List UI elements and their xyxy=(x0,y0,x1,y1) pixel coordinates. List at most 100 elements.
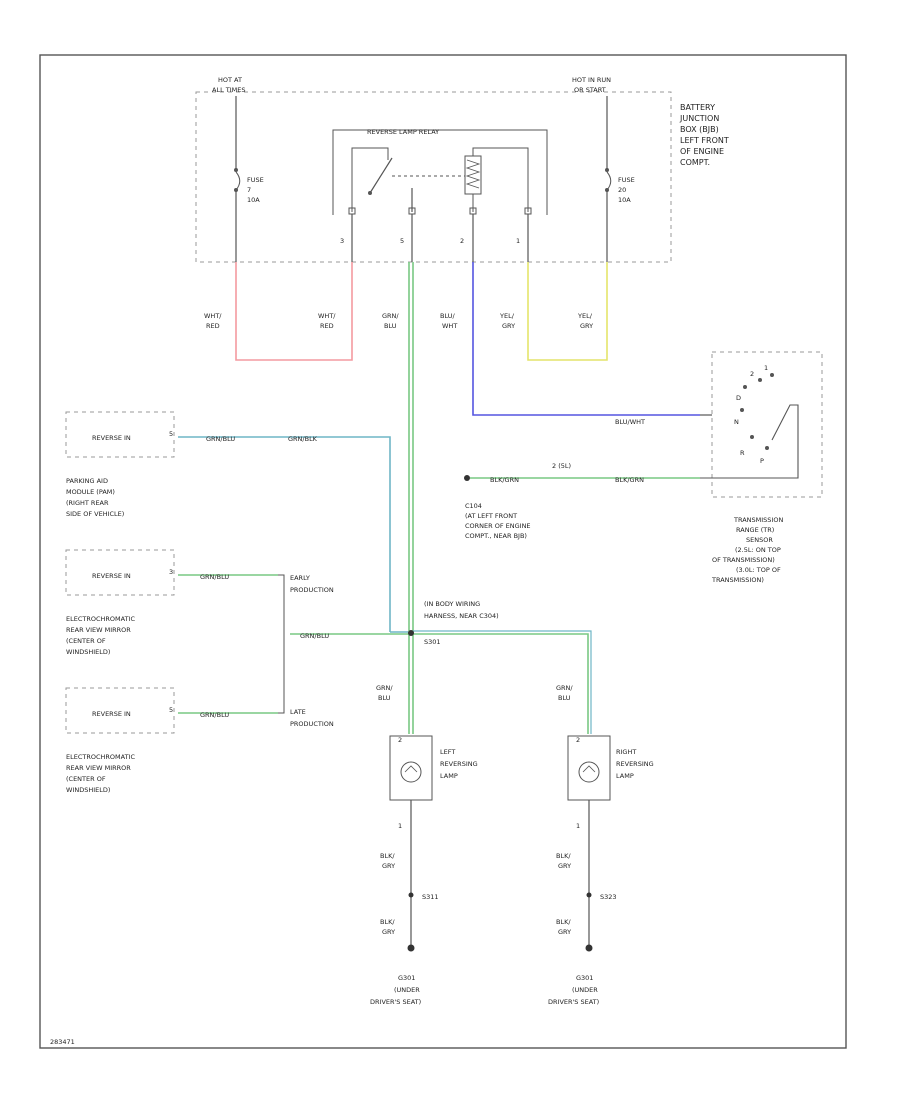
mirror2-desc-line: WINDSHIELD) xyxy=(66,786,110,794)
footer-code: 283471 xyxy=(50,1038,75,1046)
fuse-box-outline xyxy=(195,91,672,263)
pam-outline xyxy=(65,411,175,458)
production-early: EARLY xyxy=(290,574,310,582)
ground-right-line: (UNDER xyxy=(572,986,598,994)
outer-frame xyxy=(39,54,847,1049)
left-lamp-pin-top: 2 xyxy=(398,736,402,744)
wire-label: WHT xyxy=(442,322,457,330)
tr-contact-dot xyxy=(743,385,747,389)
right-lamp-label: RIGHT xyxy=(616,748,636,756)
c104-desc-line: C104 xyxy=(465,502,482,510)
hot-right-label: HOT IN RUN xyxy=(572,76,611,84)
fuse-left-terminal xyxy=(234,168,238,172)
relay-pin-3: 3 xyxy=(340,237,344,245)
c104-desc: C104 (AT LEFT FRONT CORNER OF ENGINE COM… xyxy=(465,502,531,540)
mirror1-outline xyxy=(65,549,175,596)
mirror1-desc: ELECTROCHROMATIC REAR VIEW MIRROR (CENTE… xyxy=(66,615,135,656)
tr-desc-line: (3.0L: TOP OF xyxy=(736,566,781,574)
wire-label: BLU xyxy=(558,694,571,702)
wire-label: BLK/ xyxy=(556,852,571,860)
right-lamp-pin-bot: 1 xyxy=(576,822,580,830)
mirror2-desc-line: ELECTROCHROMATIC xyxy=(66,753,135,761)
wire-label: BLU/ xyxy=(440,312,456,320)
splice-s301 xyxy=(408,630,414,636)
wire-label: RED xyxy=(206,322,220,330)
wire-label: BLU xyxy=(378,694,391,702)
c104-desc-line: COMPT., NEAR BJB) xyxy=(465,532,527,540)
production-late: PRODUCTION xyxy=(290,720,334,728)
wire-label: RED xyxy=(320,322,334,330)
tr-position: 1 xyxy=(764,364,768,372)
tr-position: D xyxy=(736,394,741,402)
production-bracket xyxy=(278,574,285,714)
tr-desc-line: RANGE (TR) xyxy=(736,526,774,534)
wire-label: GRY xyxy=(558,928,571,936)
c104-pin-label: 2 (5L) xyxy=(552,462,571,470)
ground-right-line: G301 xyxy=(576,974,593,982)
mirror2-desc-line: (CENTER OF xyxy=(66,775,106,783)
fuse-right-label: 10A xyxy=(618,196,631,204)
tr-position: P xyxy=(760,457,764,465)
splice-label: HARNESS, NEAR C304) xyxy=(424,612,499,620)
wire-label: BLU/WHT xyxy=(615,418,645,426)
relay-pin-1: 1 xyxy=(516,237,520,245)
fuse-box-label-line: COMPT. xyxy=(680,158,710,167)
ground-left-line: (UNDER xyxy=(394,986,420,994)
tr-contact-dot xyxy=(750,435,754,439)
fuse-box-label-line: JUNCTION xyxy=(679,114,719,123)
hot-right-label: OR START xyxy=(574,86,606,94)
relay-switch-contact xyxy=(369,157,393,194)
pam-pin: 5 xyxy=(169,430,173,438)
wire-splice-right xyxy=(412,633,589,734)
splice-s323-label: S323 xyxy=(600,893,617,901)
tr-wiper xyxy=(700,404,799,479)
c104-connector xyxy=(464,475,470,481)
mirror2-pin: 5 xyxy=(169,706,173,714)
wire-label: GRN/BLU xyxy=(200,573,229,581)
wire-label: GRN/BLU xyxy=(300,632,329,640)
tr-sensor-desc: TRANSMISSION RANGE (TR) SENSOR (2.5L: ON… xyxy=(711,516,783,584)
mirror1-desc-line: REAR VIEW MIRROR xyxy=(66,626,131,634)
wire-label: GRN/ xyxy=(376,684,393,692)
fuse-right-label: FUSE xyxy=(618,176,635,184)
fuse-box-label-line: LEFT FRONT xyxy=(680,136,729,145)
tr-sensor-outline xyxy=(711,351,823,498)
ground-left-desc: G301 (UNDER DRIVER'S SEAT) xyxy=(370,974,421,1006)
wire-label: GRY xyxy=(580,322,593,330)
tr-position: 2 xyxy=(750,370,754,378)
mirror1-pin: 3 xyxy=(169,568,173,576)
right-lamp-label: REVERSING xyxy=(616,760,654,768)
c104-desc-line: (AT LEFT FRONT xyxy=(465,512,517,520)
tr-desc-line: TRANSMISSION xyxy=(733,516,783,524)
tr-sensor: D N R P 2 1 xyxy=(700,364,799,479)
wire-label: GRN/BLU xyxy=(200,711,229,719)
relay-coil-winding xyxy=(465,159,481,189)
left-lamp-label: LEFT xyxy=(440,748,455,756)
left-lamp-label: LAMP xyxy=(440,772,458,780)
relay-bracket xyxy=(332,129,548,215)
relay-pin-2: 2 xyxy=(460,237,464,245)
wire-label: BLK/GRN xyxy=(615,476,644,484)
fuse-box-label-line: BOX (BJB) xyxy=(680,125,719,134)
ground-g301-right xyxy=(585,944,593,952)
right-reversing-lamp: 2 1 RIGHT REVERSING LAMP xyxy=(567,735,654,830)
wire-wht-red-loop xyxy=(235,262,353,361)
tr-contact-dot xyxy=(765,446,769,450)
fuse-right-label: 20 xyxy=(618,186,626,194)
production-early: PRODUCTION xyxy=(290,586,334,594)
pam-desc-line: SIDE OF VEHICLE) xyxy=(66,510,124,518)
splice-label: S301 xyxy=(424,638,441,646)
mirror2-desc-line: REAR VIEW MIRROR xyxy=(66,764,131,772)
wire-label: YEL/ xyxy=(499,312,515,320)
wire-label: BLK/ xyxy=(380,918,395,926)
right-lamp-pin-top: 2 xyxy=(576,736,580,744)
tr-position: R xyxy=(740,449,745,457)
ground-left-line: DRIVER'S SEAT) xyxy=(370,998,421,1006)
splice-label: (IN BODY WIRING xyxy=(424,600,480,608)
wire-label: BLK/GRN xyxy=(490,476,519,484)
reverse-lamp-relay: REVERSE LAMP RELAY 3 5 2 1 xyxy=(332,128,548,262)
mirror1-desc-line: ELECTROCHROMATIC xyxy=(66,615,135,623)
hot-left-label: HOT AT xyxy=(218,76,242,84)
production-late: LATE xyxy=(290,708,306,716)
